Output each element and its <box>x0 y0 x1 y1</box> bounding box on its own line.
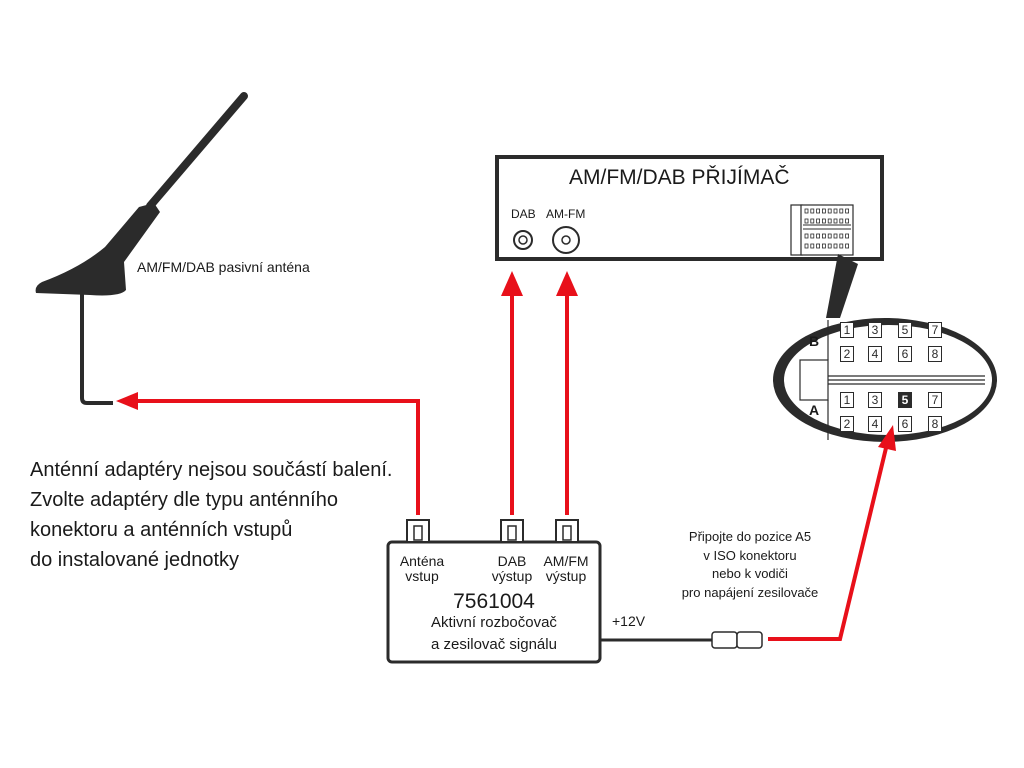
iso-pin-A6: 6 <box>898 416 912 432</box>
socket-pin <box>827 243 832 249</box>
socket-pin <box>810 218 815 224</box>
socket-pin <box>845 233 849 239</box>
voltage-label: +12V <box>612 613 646 629</box>
power-signal-line <box>768 447 888 641</box>
iso-pin-B8: 8 <box>928 346 942 362</box>
arrowhead-dab <box>501 271 523 296</box>
iso-pin-A3: 3 <box>868 392 882 408</box>
socket-pin <box>816 233 820 239</box>
iso-pin-B3: 3 <box>868 322 882 338</box>
iso-pin-A1: 1 <box>840 392 854 408</box>
iso-pin-B6: 6 <box>898 346 912 362</box>
iso-pin-A4: 4 <box>868 416 882 432</box>
socket-pin <box>816 243 820 249</box>
socket-pin <box>839 243 844 249</box>
splitter-model: 7561004 <box>453 590 535 613</box>
splitter-connector-icon <box>406 519 430 543</box>
socket-pin <box>804 208 809 214</box>
dab-port-icon <box>513 230 533 250</box>
iso-pin-B1: 1 <box>840 322 854 338</box>
socket-pin <box>833 243 838 249</box>
note-line: konektoru a anténních vstupů <box>30 519 293 541</box>
iso-pin-B5: 5 <box>898 322 912 338</box>
socket-pin <box>804 218 809 224</box>
arrowhead-antenna <box>116 392 138 410</box>
socket-pin <box>839 218 844 224</box>
socket-pin <box>822 233 826 239</box>
socket-pin <box>810 233 815 239</box>
iso-pin-A7: 7 <box>928 392 942 408</box>
socket-pin <box>839 208 844 214</box>
arrowhead-amfm <box>556 271 578 296</box>
callout-pointer <box>826 254 858 318</box>
antenna-signal-line <box>132 399 420 515</box>
dab-port-label: DAB <box>511 207 536 221</box>
iso-pin-A2: 2 <box>840 416 854 432</box>
iso-pin-B4: 4 <box>868 346 882 362</box>
adapter-note: Anténní adaptéry nejsou součástí balení.… <box>30 455 392 575</box>
plug-icon <box>711 631 738 649</box>
socket-pin <box>845 243 849 249</box>
signal-arrows <box>116 271 896 641</box>
row-a-label: A <box>809 402 820 418</box>
power-hint: Připojte do pozice A5 v ISO konektoru ne… <box>681 529 819 600</box>
power-cable <box>600 631 763 649</box>
receiver-title: AM/FM/DAB PŘIJÍMAČ <box>569 166 790 189</box>
iso-socket-icon <box>790 204 854 256</box>
amfm-port-label: AM-FM <box>546 207 586 221</box>
socket-pin <box>816 218 820 224</box>
splitter-connector-icon <box>500 519 524 543</box>
socket-pin <box>822 243 826 249</box>
socket-pin <box>816 208 820 214</box>
socket-pin <box>822 208 826 214</box>
note-line: Zvolte adaptéry dle typu anténního <box>30 489 338 511</box>
iso-pin-B7: 7 <box>928 322 942 338</box>
row-b-label: B <box>809 333 820 349</box>
receiver-unit <box>495 155 884 261</box>
socket-pin <box>810 243 815 249</box>
socket-pin <box>839 233 844 239</box>
socket-pin <box>827 233 832 239</box>
socket-pin <box>810 208 815 214</box>
note-line: Anténní adaptéry nejsou součástí balení. <box>30 459 393 481</box>
socket-pin <box>804 233 809 239</box>
antenna-icon <box>35 92 248 405</box>
amfm-port-icon <box>552 226 580 254</box>
iso-pin-B2: 2 <box>840 346 854 362</box>
socket-pin <box>822 218 826 224</box>
socket-pin <box>827 218 832 224</box>
note-line: do instalované jednotky <box>30 549 240 571</box>
socket-pin <box>833 218 838 224</box>
socket-pin <box>827 208 832 214</box>
splitter-connector-icon <box>555 519 579 543</box>
socket-pin <box>833 208 838 214</box>
antenna-label: AM/FM/DAB pasivní anténa <box>137 259 310 275</box>
socket-pin <box>845 218 849 224</box>
iso-connector-detail <box>773 318 997 442</box>
socket-pin <box>845 208 849 214</box>
iso-pin-A5: 5 <box>898 392 912 408</box>
socket-pin <box>833 233 838 239</box>
socket-pin <box>804 243 809 249</box>
splitter-unit <box>386 519 602 664</box>
arrowhead-power <box>878 425 896 451</box>
iso-pin-A8: 8 <box>928 416 942 432</box>
